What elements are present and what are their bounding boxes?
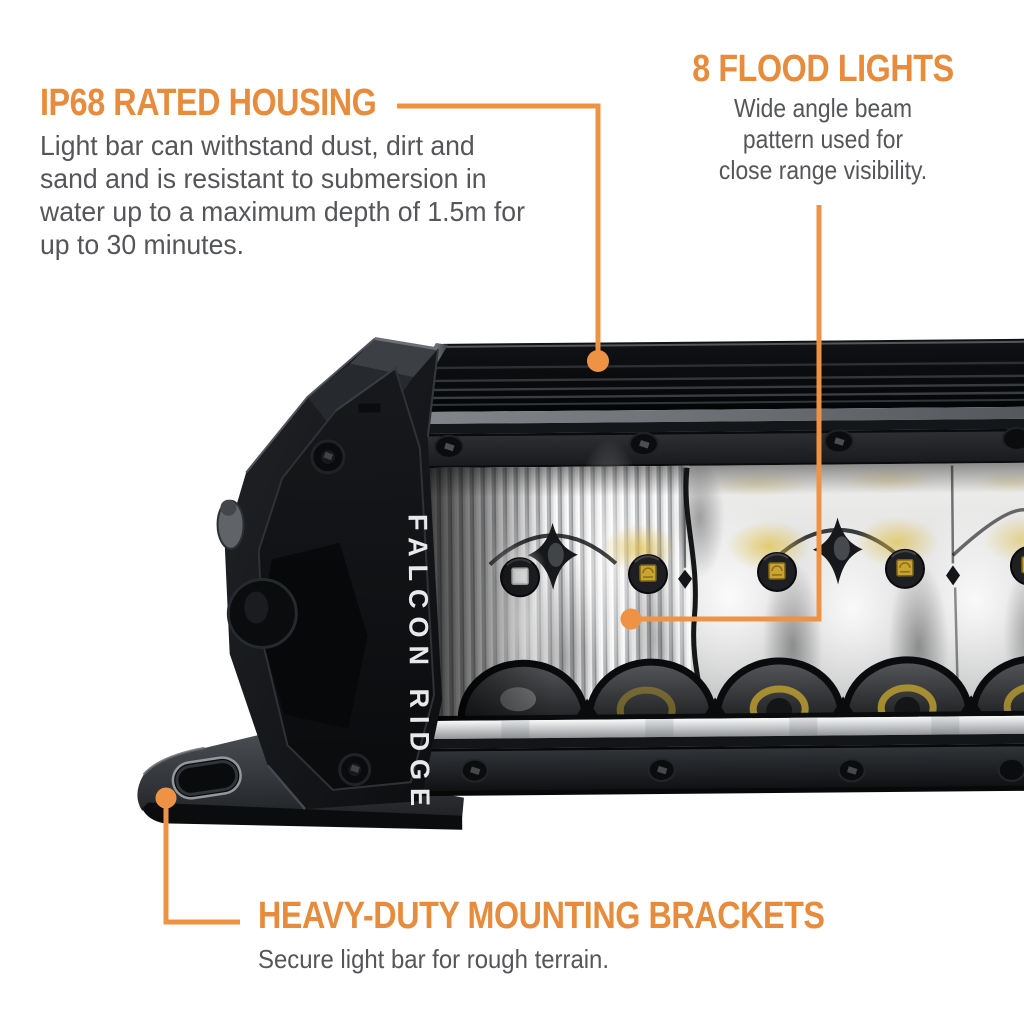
- callout-housing-body-line: up to 30 minutes.: [40, 229, 245, 260]
- led-puck: [756, 551, 797, 592]
- bottom-bezel: [405, 743, 1024, 797]
- connector-dots: [155, 350, 642, 809]
- heat-sink-fins: [402, 338, 1024, 413]
- led-puck: [628, 554, 669, 595]
- end-cap-screw: [310, 439, 346, 475]
- callout-flood-body-line: close range visibility.: [718, 155, 928, 185]
- bracket-slot-hole: [171, 756, 242, 800]
- end-cap: FALCON RIDGE: [216, 336, 443, 814]
- callout-flood-title: 8 FLOOD LIGHTS: [692, 48, 954, 90]
- bezel-screw: [1001, 426, 1024, 451]
- flood-connector-line: [640, 205, 822, 622]
- callout-bracket: HEAVY-DUTY MOUNTING BRACKETS Secure ligh…: [258, 897, 878, 974]
- reflector-diamond: [812, 517, 863, 585]
- reflector-diamond-small: [678, 569, 693, 589]
- bezel-screw: [823, 429, 854, 454]
- led-puck: [1009, 545, 1024, 586]
- callout-housing-body-line: water up to a maximum depth of 1.5m for: [40, 196, 525, 227]
- callout-housing-body-line: Light bar can withstand dust, dirt and: [40, 130, 475, 161]
- housing-connector-dot: [587, 350, 609, 372]
- bezel-screw: [628, 432, 659, 457]
- lower-lens-strip: [405, 715, 1024, 750]
- bezel-screw: [433, 434, 464, 459]
- callout-flood-body: Wide angle beam pattern used for close r…: [640, 93, 1006, 186]
- end-cap-side-hinge: [216, 499, 298, 649]
- callout-flood: 8 FLOOD LIGHTS Wide angle beam pattern u…: [640, 50, 1006, 186]
- bracket-connector-line: [163, 806, 240, 925]
- bezel-screw: [837, 758, 866, 783]
- callout-flood-body-line: pattern used for: [742, 124, 904, 154]
- reflector-area: [421, 438, 1024, 769]
- callout-bracket-body-line: Secure light bar for rough terrain.: [258, 944, 610, 974]
- brand-label: FALCON RIDGE: [402, 514, 435, 814]
- bezel-screw: [997, 757, 1024, 782]
- connector-lines: [163, 103, 822, 925]
- led-puck: [884, 548, 925, 589]
- callout-housing-body-line: sand and is resistant to submersion in: [40, 163, 487, 194]
- callout-housing-title: IP68 RATED HOUSING: [40, 82, 377, 124]
- callout-housing: IP68 RATED HOUSING Light bar can withsta…: [40, 84, 600, 261]
- flood-connector-dot: [620, 608, 642, 630]
- callout-housing-body: Light bar can withstand dust, dirt and s…: [40, 129, 600, 261]
- callout-flood-body-line: Wide angle beam: [733, 93, 913, 123]
- light-bar: FALCON RIDGE: [137, 336, 1024, 830]
- callout-bracket-body: Secure light bar for rough terrain.: [258, 944, 878, 974]
- reflector-diamond-small: [946, 565, 961, 586]
- housing-connector-line: [397, 103, 601, 352]
- housing-upper-strip: [396, 406, 1024, 435]
- bezel-screw: [460, 758, 489, 783]
- end-cap-screw: [338, 753, 372, 787]
- bezel-screw: [647, 757, 676, 782]
- bracket-connector-dot: [155, 787, 177, 809]
- callout-bracket-title: HEAVY-DUTY MOUNTING BRACKETS: [258, 895, 825, 937]
